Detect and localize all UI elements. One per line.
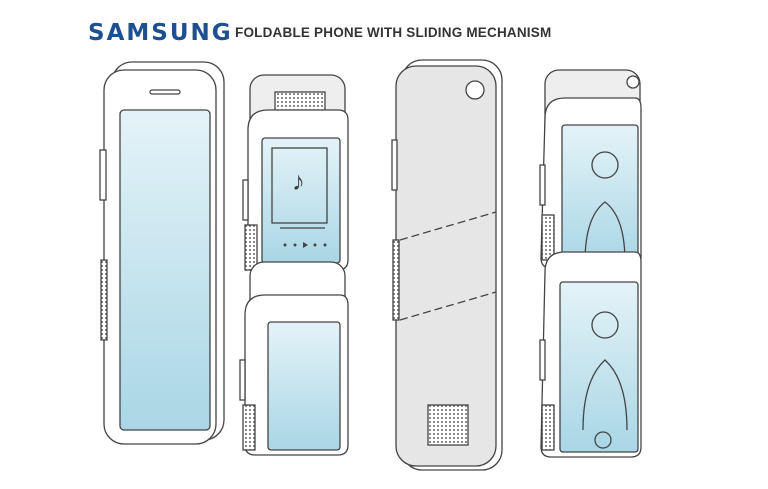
phone-folded-plain — [239, 261, 349, 456]
music-note-icon: ♪ — [292, 166, 305, 196]
side-button — [99, 149, 107, 201]
person-illustration — [584, 151, 626, 263]
person-illustration — [582, 311, 628, 431]
phone-unfolded-front — [99, 61, 225, 445]
camera-icon — [465, 80, 485, 100]
hinge — [100, 259, 108, 341]
phone-folded-portrait-2 — [539, 251, 642, 458]
phone-unfolded-back — [391, 59, 503, 471]
phone-folded-portrait — [539, 69, 642, 269]
screen — [119, 109, 211, 431]
page-title: FOLDABLE PHONE WITH SLIDING MECHANISM — [235, 25, 552, 40]
phone-folded-music: ♪ — [242, 74, 349, 271]
home-button-icon — [594, 431, 612, 449]
samsung-logo: SAMSUNG — [88, 20, 233, 46]
